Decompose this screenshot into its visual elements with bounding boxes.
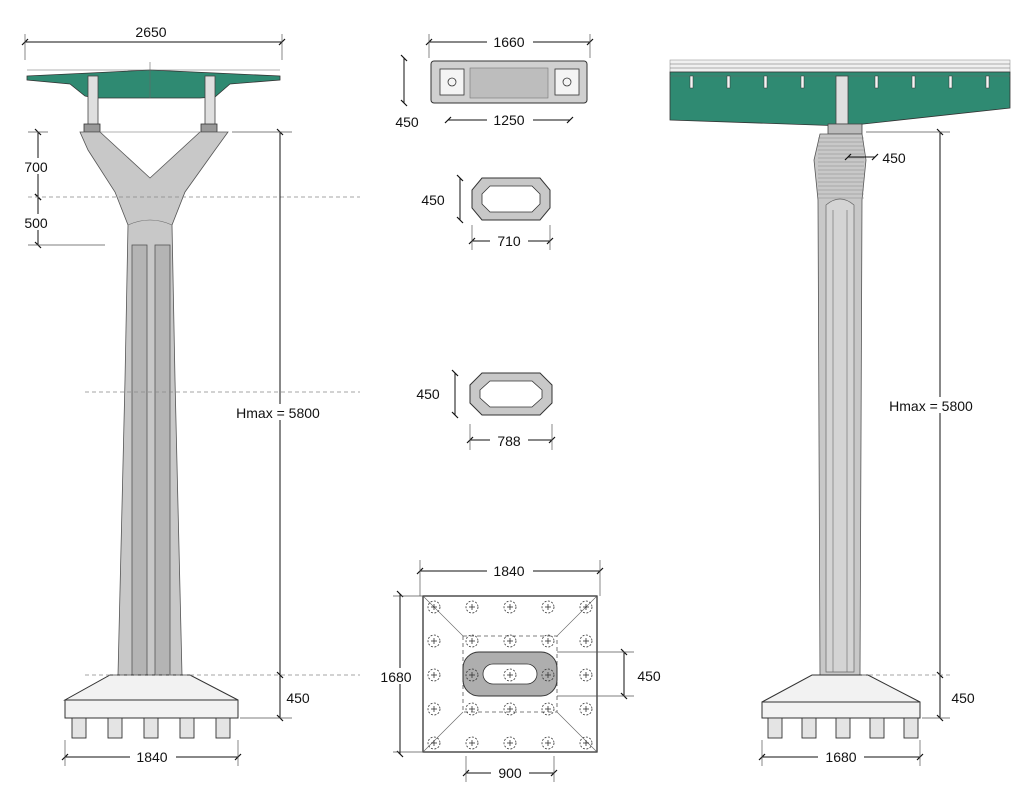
footing-left	[63, 674, 239, 701]
dim-footing-height-right: 450	[922, 675, 975, 722]
label-footing-height-right: 450	[951, 690, 975, 706]
label-pier-height-left: Hmax = 5800	[236, 405, 320, 421]
label-section-mid1-height: 450	[421, 192, 445, 208]
deck-cross-section	[26, 62, 281, 128]
column-hatch	[818, 137, 864, 199]
dim-pier-height-right: Hmax = 5800	[862, 128, 980, 679]
footing-side	[761, 674, 921, 703]
piles-side	[767, 717, 919, 739]
label-pier-height-right: Hmax = 5800	[889, 398, 973, 414]
dim-transition-height: 500	[20, 193, 360, 249]
label-top-width: 2650	[135, 24, 166, 40]
label-section-mid2-height: 450	[416, 386, 440, 402]
label-footing-width-left: 1840	[136, 749, 167, 765]
pile-marker	[579, 600, 593, 614]
pile-marker	[541, 634, 555, 648]
pile-marker	[503, 702, 517, 716]
dim-fork-height: 700	[20, 128, 52, 201]
pile-marker	[503, 600, 517, 614]
pile-marker	[541, 736, 555, 750]
pile-marker	[465, 736, 479, 750]
pile-marker	[541, 702, 555, 716]
label-transition-height: 500	[24, 215, 48, 231]
label-plan-width: 1840	[493, 563, 524, 579]
pile-marker	[427, 600, 441, 614]
y-pier-column	[79, 131, 229, 676]
label-section-top-height: 450	[395, 114, 419, 130]
pile-marker	[465, 600, 479, 614]
pile-marker	[579, 736, 593, 750]
pile-marker	[503, 634, 517, 648]
pile-marker	[427, 736, 441, 750]
section-mid-1: 450 710	[421, 174, 554, 250]
label-section-mid2-width: 788	[497, 433, 521, 449]
dim-footing-height-left: 450	[240, 675, 310, 722]
pile-marker	[427, 634, 441, 648]
section-top: 1660 450 1250	[395, 34, 594, 130]
pile-marker	[579, 634, 593, 648]
bearing-right	[200, 123, 218, 133]
foundation-plan: 1840 1680 450 900	[376, 560, 661, 782]
deck-side	[669, 59, 1011, 127]
dim-footing-width-right: 1680	[758, 740, 924, 766]
pile-grid	[427, 600, 593, 750]
pile-marker	[427, 668, 441, 682]
label-side-thickness: 450	[882, 150, 906, 166]
column-recess-right	[154, 244, 171, 676]
label-section-top-width: 1660	[493, 34, 524, 50]
dim-top-width: 2650	[21, 24, 286, 60]
y-pier-elevation: 2650 700 500 Hmax = 5800 450	[20, 24, 360, 766]
label-footing-height-left: 450	[286, 690, 310, 706]
label-section-top-inner-width: 1250	[493, 112, 524, 128]
section-mid-2: 450 788	[416, 369, 556, 450]
pile-marker	[579, 668, 593, 682]
pile-marker	[503, 668, 517, 682]
dim-pier-height-left: Hmax = 5800	[85, 128, 360, 679]
pile-marker	[465, 634, 479, 648]
pile-marker	[579, 702, 593, 716]
label-section-mid1-width: 710	[497, 233, 521, 249]
label-fork-height: 700	[24, 159, 48, 175]
pile-marker	[465, 702, 479, 716]
side-elevation: 450 Hmax = 5800 450 1680	[669, 59, 1011, 766]
label-pile-spacing: 900	[498, 765, 522, 781]
column-recess-left	[131, 244, 148, 676]
label-footing-width-right: 1680	[825, 749, 856, 765]
bearing-side	[827, 123, 863, 135]
pile-marker	[427, 702, 441, 716]
dim-footing-width-left: 1840	[61, 740, 242, 766]
piles-left	[71, 717, 231, 739]
pile-marker	[541, 668, 555, 682]
pile-marker	[503, 736, 517, 750]
pile-marker	[541, 600, 555, 614]
pile-marker	[465, 668, 479, 682]
label-column-depth: 450	[637, 668, 661, 684]
bearing-left	[83, 123, 101, 133]
dim-side-thickness: 450	[844, 150, 906, 166]
label-plan-depth: 1680	[380, 669, 411, 685]
